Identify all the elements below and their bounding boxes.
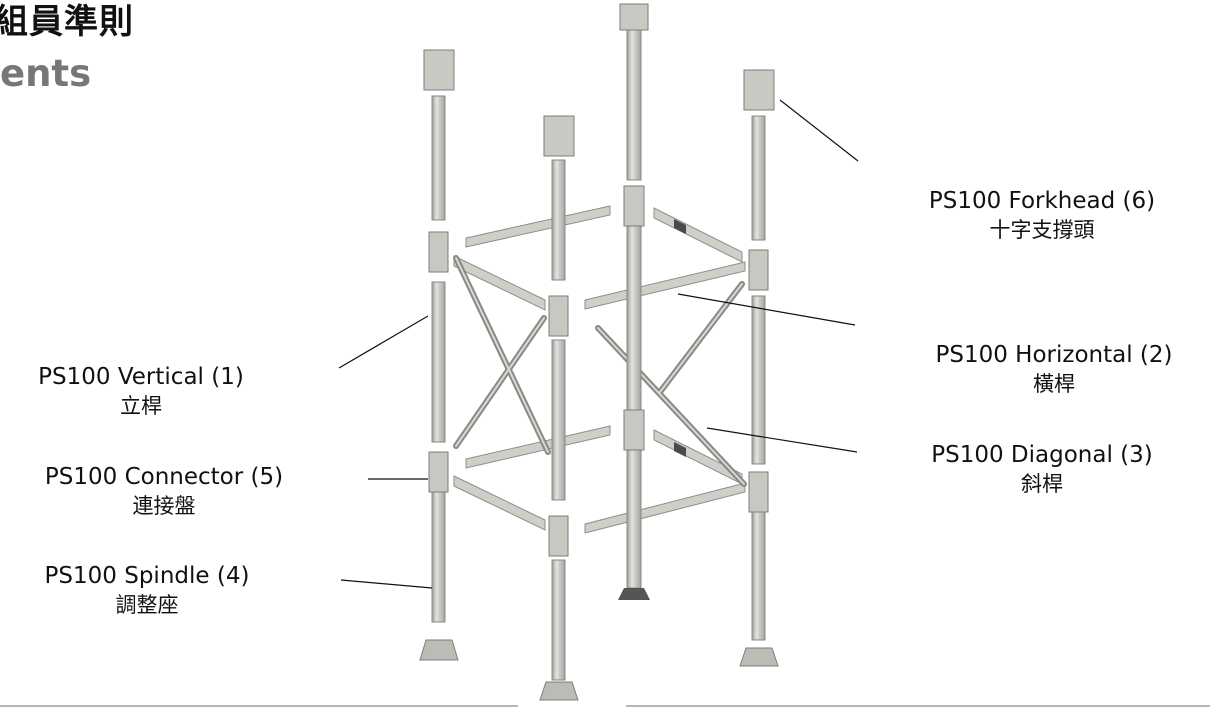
- label-spindle-en: PS100 Spindle (4): [44, 563, 250, 589]
- page-title-english: ents: [0, 52, 92, 95]
- label-vertical-en: PS100 Vertical (1): [38, 364, 244, 390]
- leader-lines: [338, 99, 859, 589]
- label-horizontal-zh: 橫桿: [1033, 372, 1075, 396]
- leader-line-spindle: [340, 579, 433, 589]
- vertical-post-front: [539, 115, 579, 701]
- label-vertical: PS100 Vertical (1) 立桿: [14, 362, 268, 420]
- label-connector: PS100 Connector (5) 連接盤: [14, 462, 314, 520]
- base-plate-right: [739, 647, 779, 667]
- page-title-chinese: 組員準則: [0, 2, 134, 42]
- label-forkhead-en: PS100 Forkhead (6): [928, 188, 1156, 214]
- vertical-post-right: [739, 69, 779, 667]
- label-connector-zh: 連接盤: [132, 494, 196, 518]
- label-forkhead-zh: 十字支撐頭: [989, 218, 1095, 242]
- label-vertical-zh: 立桿: [120, 394, 162, 418]
- horizontal-bar-upper-back-left: [465, 205, 611, 248]
- bottom-rule-right: [626, 705, 1210, 707]
- label-diagonal: PS100 Diagonal (3) 斜桿: [902, 440, 1182, 498]
- leader-line-vertical: [338, 315, 429, 369]
- label-diagonal-en: PS100 Diagonal (3): [931, 442, 1153, 468]
- label-forkhead: PS100 Forkhead (6) 十字支撐頭: [900, 186, 1184, 244]
- base-plate-left: [419, 639, 459, 661]
- label-spindle-zh: 調整座: [115, 593, 179, 617]
- leader-line-horizontal: [677, 293, 856, 326]
- label-horizontal: PS100 Horizontal (2) 橫桿: [904, 340, 1204, 398]
- vertical-post-back: [618, 3, 650, 600]
- leader-line-diagonal: [706, 427, 858, 453]
- horizontal-bar-upper-back-right: [653, 207, 743, 263]
- label-diagonal-zh: 斜桿: [1021, 472, 1063, 496]
- label-spindle: PS100 Spindle (4) 調整座: [20, 561, 274, 619]
- bottom-rule-left: [0, 705, 518, 707]
- label-connector-en: PS100 Connector (5): [44, 464, 284, 490]
- horizontal-bar-lower-front-right: [584, 482, 746, 534]
- diagonal-braces: [453, 255, 747, 487]
- horizontal-bar-upper-front-right: [584, 261, 746, 310]
- horizontal-bars: [453, 205, 746, 534]
- vertical-post-left: [419, 49, 459, 661]
- horizontal-bar-lower-front-left: [453, 475, 546, 531]
- horizontal-bar-upper-front-left: [453, 255, 546, 311]
- base-plate-front: [539, 681, 579, 701]
- label-horizontal-en: PS100 Horizontal (2): [935, 342, 1173, 368]
- leader-line-forkhead: [779, 99, 859, 162]
